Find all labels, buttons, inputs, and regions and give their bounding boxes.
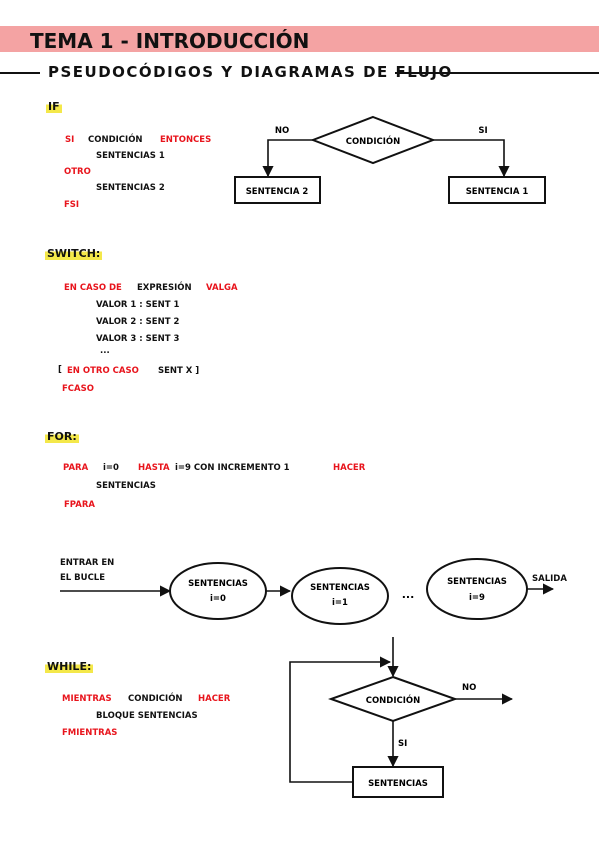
switch-sent-x: SENT X ] (158, 366, 200, 376)
while-diagram-condicion: CONDICIÓN (366, 694, 421, 706)
switch-kw-en-otro-caso: EN OTRO CASO (67, 366, 139, 376)
if-sentencias1: SENTENCIAS 1 (96, 151, 165, 161)
for-kw-para: PARA (63, 463, 89, 473)
while-diagram-sentencias: SENTENCIAS (368, 779, 428, 789)
if-heading: IF (46, 100, 62, 113)
if-diagram-no: NO (275, 126, 289, 136)
for-node-3-index: i=9 (469, 593, 485, 603)
while-kw-fmientras: FMIENTRAS (62, 728, 118, 738)
for-rest: i=9 CON INCREMENTO 1 (175, 463, 290, 473)
switch-open-bracket: [ (58, 365, 62, 375)
if-diagram: CONDICIÓN NO SI SENTENCIA 2 SENTENCIA 1 (234, 115, 546, 204)
for-kw-hasta: HASTA (138, 463, 170, 473)
for-node-2-index: i=1 (332, 598, 348, 608)
switch-kw-fcaso: FCASO (62, 384, 94, 394)
while-bloque: BLOQUE SENTENCIAS (96, 711, 198, 721)
for-node-1 (169, 562, 267, 620)
for-i0: i=0 (103, 463, 119, 473)
if-kw-otro: OTRO (64, 167, 91, 177)
if-diagram-sentencia1: SENTENCIA 1 (466, 187, 529, 197)
while-loop-back (289, 656, 392, 783)
if-kw-entonces: ENTONCES (160, 135, 212, 145)
if-sentencias2: SENTENCIAS 2 (96, 183, 165, 193)
subtitle: PSEUDOCÓDIGOS Y DIAGRAMAS DE FLUJO (48, 63, 453, 81)
while-diagram-no: NO (462, 683, 476, 693)
if-si-branch (433, 139, 510, 178)
for-node-1-index: i=0 (210, 594, 226, 604)
page-title: TEMA 1 - INTRODUCCIÓN (30, 29, 310, 53)
for-diagram: SENTENCIAS i=0 SENTENCIAS i=1 ... SENTEN… (60, 558, 555, 625)
switch-heading: SWITCH: (45, 247, 103, 260)
if-no-branch (262, 139, 313, 178)
for-entrar: ENTRAR EN (60, 558, 115, 568)
switch-kw-en-caso-de: EN CASO DE (64, 283, 122, 293)
for-node-2-label: SENTENCIAS (310, 583, 370, 593)
for-kw-fpara: FPARA (64, 500, 95, 510)
while-heading: WHILE: (45, 660, 94, 673)
if-decision-diamond (310, 115, 436, 165)
switch-dots: ... (100, 346, 110, 356)
for-kw-hacer: HACER (333, 463, 366, 473)
if-kw-si: SI (65, 135, 75, 145)
switch-kw-valga: VALGA (206, 283, 238, 293)
if-kw-fsi: FSI (64, 200, 80, 210)
for-dots: ... (402, 588, 415, 601)
if-condicion: CONDICIÓN (88, 135, 143, 145)
for-node-3 (426, 558, 528, 620)
if-diagram-sentencia2: SENTENCIA 2 (246, 187, 309, 197)
while-diagram: CONDICIÓN NO SI SENTENCIAS (289, 637, 514, 798)
title-band (0, 26, 599, 52)
switch-expresion: EXPRESIÓN (137, 283, 192, 293)
for-sentencias: SENTENCIAS (96, 481, 156, 491)
if-sentencia2-box (234, 176, 321, 204)
subtitle-rule-left (0, 72, 40, 74)
while-kw-hacer: HACER (198, 694, 231, 704)
switch-valor-1: VALOR 1 : SENT 1 (96, 300, 180, 310)
if-diagram-condicion: CONDICIÓN (346, 135, 401, 147)
for-heading: FOR: (45, 430, 79, 443)
for-node-3-label: SENTENCIAS (447, 577, 507, 587)
switch-valor-2: VALOR 2 : SENT 2 (96, 317, 180, 327)
for-bucle: EL BUCLE (60, 573, 106, 583)
for-node-1-label: SENTENCIAS (188, 579, 248, 589)
while-kw-mientras: MIENTRAS (62, 694, 112, 704)
for-node-2 (291, 567, 389, 625)
switch-valor-3: VALOR 3 : SENT 3 (96, 334, 180, 344)
subtitle-rule-right (395, 72, 599, 74)
if-sentencia1-box (448, 176, 546, 204)
for-salida: SALIDA (532, 574, 567, 584)
while-diagram-si: SI (398, 739, 407, 749)
if-diagram-si: SI (478, 126, 487, 136)
while-condicion: CONDICIÓN (128, 694, 183, 704)
